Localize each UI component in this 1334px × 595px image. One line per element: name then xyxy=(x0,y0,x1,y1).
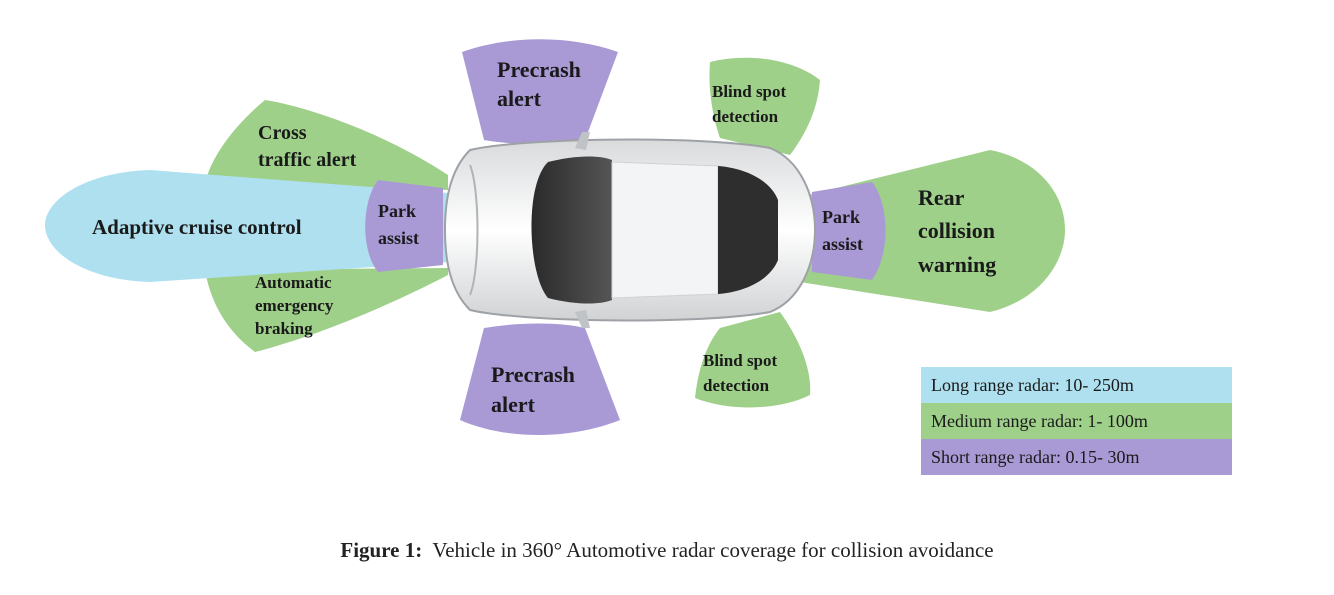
caption-text: Vehicle in 360° Automotive radar coverag… xyxy=(432,538,993,562)
blind-spot-top-label-1: Blind spot xyxy=(712,82,787,101)
blind-spot-bottom-label-1: Blind spot xyxy=(703,351,778,370)
rear-collision-label-1: Rear xyxy=(918,185,965,210)
park-front-label-1: Park xyxy=(378,201,416,221)
precrash-top-label-2: alert xyxy=(497,86,542,111)
aeb-label-1: Automatic xyxy=(255,273,332,292)
cross-traffic-label-2: traffic alert xyxy=(258,149,357,171)
legend-medium-range: Medium range radar: 1- 100m xyxy=(921,403,1232,439)
cross-traffic-label-1: Cross xyxy=(258,122,307,144)
cross-traffic-zone xyxy=(205,100,448,190)
rear-collision-label-3: warning xyxy=(918,252,996,277)
blind-spot-top-label-2: detection xyxy=(712,107,779,126)
park-rear-label-2: assist xyxy=(822,234,863,254)
aeb-label-3: braking xyxy=(255,319,313,338)
legend-short-range: Short range radar: 0.15- 30m xyxy=(921,439,1232,475)
park-rear-label-1: Park xyxy=(822,207,860,227)
radar-range-legend: Long range radar: 10- 250m Medium range … xyxy=(921,367,1232,475)
park-front-zone xyxy=(365,180,443,272)
caption-prefix: Figure 1: xyxy=(340,538,422,562)
aeb-label-2: emergency xyxy=(255,296,334,315)
park-front-label-2: assist xyxy=(378,228,419,248)
precrash-bottom-label-2: alert xyxy=(491,392,536,417)
park-rear-zone xyxy=(812,182,886,280)
precrash-bottom-label-1: Precrash xyxy=(491,362,575,387)
legend-long-range: Long range radar: 10- 250m xyxy=(921,367,1232,403)
blind-spot-bottom-label-2: detection xyxy=(703,376,770,395)
car-image xyxy=(445,132,815,328)
adaptive-cruise-label: Adaptive cruise control xyxy=(92,215,302,239)
figure-caption: Figure 1: Vehicle in 360° Automotive rad… xyxy=(0,538,1334,563)
precrash-top-label-1: Precrash xyxy=(497,57,581,82)
rear-collision-label-2: collision xyxy=(918,218,995,243)
